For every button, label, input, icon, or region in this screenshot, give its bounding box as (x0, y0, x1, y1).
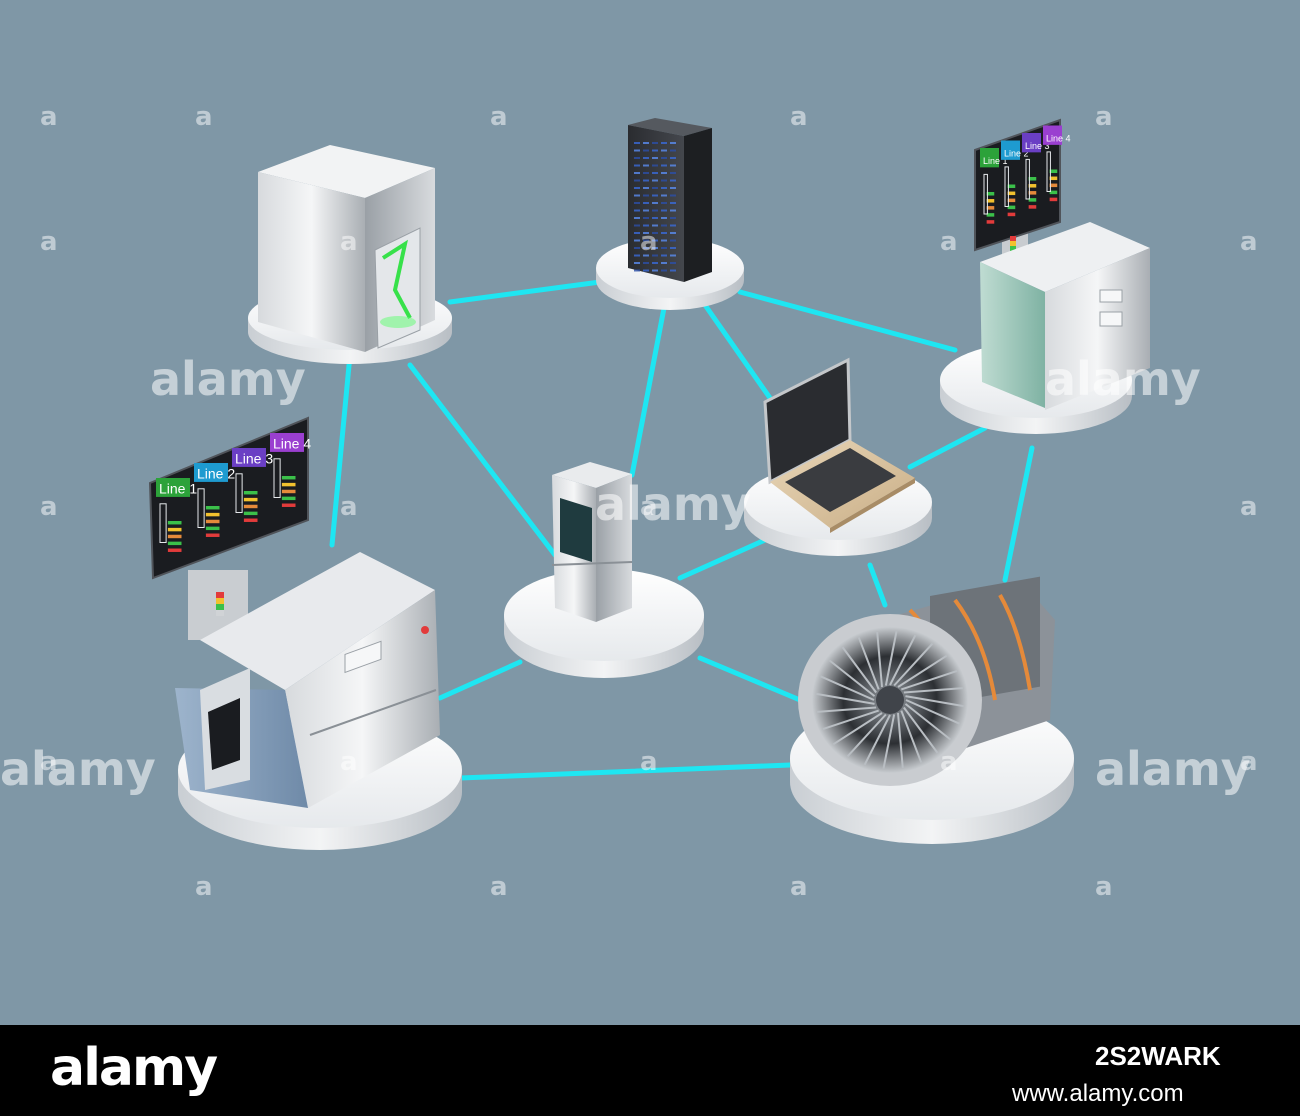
watermark-word: alamy (1045, 352, 1201, 406)
monitor-line-label: Line 4 (273, 435, 311, 451)
laptop (763, 357, 915, 533)
footer-bar (0, 1025, 1300, 1116)
watermark-tile: a (40, 227, 58, 257)
monitor-line-label: Line 1 (159, 480, 197, 496)
link-laptop-printer-right (907, 425, 988, 470)
watermark-tile: a (195, 872, 213, 902)
watermark-tile: a (1095, 872, 1113, 902)
monitor-tile: Line 1 (156, 478, 197, 552)
printer-center (551, 462, 633, 622)
monitor-tile: Line 4 (270, 433, 311, 507)
watermark-tile: a (490, 872, 508, 902)
link-cabinet-printer-left (329, 352, 353, 548)
watermark-tile: a (640, 227, 658, 257)
watermark-tile: a (1240, 747, 1258, 777)
watermark-tile: a (340, 747, 358, 777)
monitor-tile: Line 2 (194, 463, 235, 537)
link-printer-center-printer-left (437, 659, 523, 701)
watermark-tile: a (40, 492, 58, 522)
link-printer-left-engine (457, 762, 793, 781)
watermark-tile: a (940, 747, 958, 777)
watermark-tile: a (195, 102, 213, 132)
watermark-tile: a (940, 227, 958, 257)
monitor-tile: Line 1 (980, 148, 1008, 224)
watermark-word: alamy (150, 352, 306, 406)
server-rack (628, 118, 712, 282)
watermark-tile: a (340, 227, 358, 257)
link-server-printer-right (737, 289, 958, 353)
watermark-tile: a (790, 872, 808, 902)
monitor-line-label: Line 1 (983, 156, 1008, 166)
link-laptop-engine (867, 562, 888, 608)
credit-url: www.alamy.com (1012, 1080, 1184, 1107)
image-id: 2S2WARK (1095, 1041, 1221, 1071)
link-server-laptop (702, 302, 773, 401)
jet-engine (798, 576, 1055, 786)
monitor-line-label: Line 3 (1025, 141, 1050, 151)
monitor-line-label: Line 2 (1004, 148, 1029, 158)
monitor-tile: Line 4 (1043, 125, 1071, 202)
link-cabinet-server (447, 279, 603, 305)
network-links (329, 279, 1035, 781)
watermark-tile: a (490, 102, 508, 132)
watermark-tile: a (640, 747, 658, 777)
link-printer-center-engine (697, 655, 803, 703)
monitor-tile: Line 3 (1022, 133, 1050, 209)
watermark-word: alamy (595, 477, 751, 531)
link-printer-right-engine (1002, 445, 1035, 583)
watermark-word: alamy (0, 742, 156, 796)
watermark-tile: a (1095, 102, 1113, 132)
metal-cabinet (258, 145, 435, 352)
monitor-line-label: Line 3 (235, 450, 273, 466)
watermark-tile: a (40, 102, 58, 132)
watermark-tile: a (640, 492, 658, 522)
watermark-tile: a (340, 492, 358, 522)
watermark-tile: a (40, 747, 58, 777)
link-cabinet-printer-center (407, 362, 558, 558)
watermark-tile: a (1240, 492, 1258, 522)
link-laptop-printer-center (677, 537, 768, 581)
monitor-line-label: Line 2 (197, 465, 235, 481)
link-server-printer-center (629, 305, 667, 478)
watermark-word: alamy (1095, 742, 1251, 796)
alamy-logo: alamy (50, 1038, 218, 1098)
monitor-line-label: Line 4 (1046, 133, 1071, 143)
monitor-tile: Line 3 (232, 448, 273, 522)
watermark-tile: a (790, 102, 808, 132)
monitor-tile: Line 2 (1001, 140, 1029, 217)
watermark-tile: a (1240, 227, 1258, 257)
